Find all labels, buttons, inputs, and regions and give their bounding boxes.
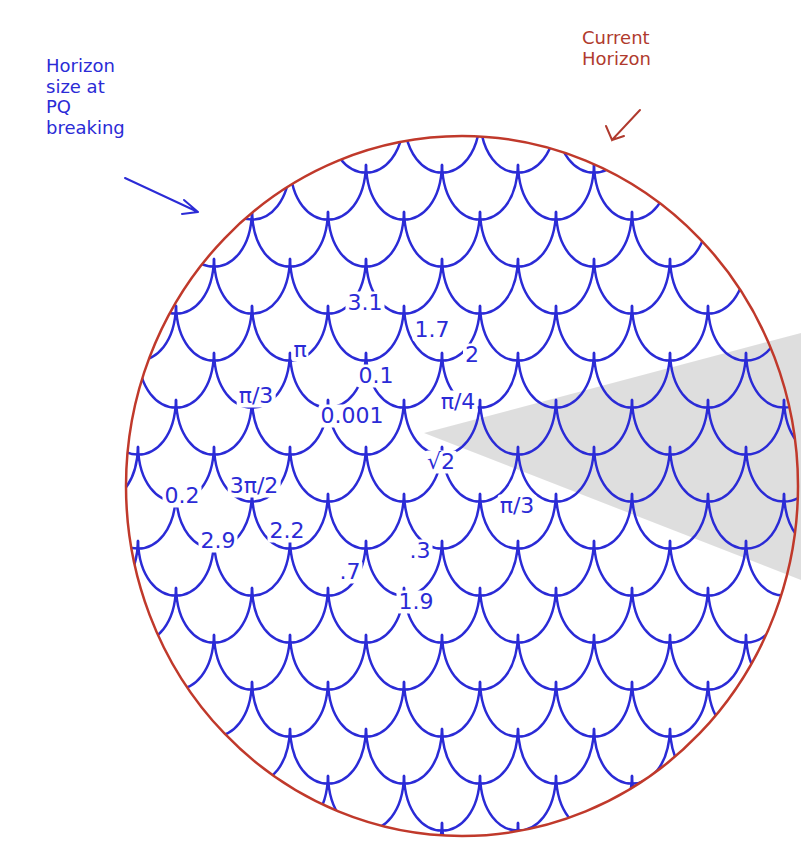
- patch-arc: [746, 353, 801, 408]
- patch-value: π: [291, 338, 308, 361]
- annotation: Current Horizon: [582, 28, 662, 69]
- patch-value: 2: [463, 343, 481, 366]
- patch-value: √2: [425, 450, 457, 473]
- patch-value: 0.1: [357, 364, 396, 387]
- patch-arc: [784, 306, 801, 361]
- patch-value: .7: [338, 560, 363, 583]
- patch-value: 2.2: [268, 519, 307, 542]
- patch-arc: [100, 776, 176, 831]
- patch-arc: [100, 588, 176, 643]
- patch-arc: [518, 823, 594, 843]
- patch-value: 3.1: [346, 291, 385, 314]
- patch-value: 2.9: [199, 529, 238, 552]
- patch-arc: [594, 823, 670, 843]
- patch-arc: [214, 447, 290, 502]
- patch-arc: [290, 823, 366, 843]
- patch-arc: [746, 165, 801, 220]
- patch-value: 3π/2: [228, 474, 281, 497]
- patch-value: π/3: [498, 494, 537, 517]
- patch-arc: [746, 823, 801, 843]
- patch-arc: [176, 776, 252, 831]
- patch-arc: [252, 776, 328, 831]
- patch-arc: [746, 259, 801, 314]
- patch-arc: [556, 776, 632, 831]
- patch-arc: [746, 635, 801, 690]
- patch-arc: [632, 776, 708, 831]
- patch-arc: [214, 823, 290, 843]
- patch-arc: [100, 306, 176, 361]
- patch-arc: [214, 729, 290, 784]
- patch-arc: [784, 588, 801, 643]
- patch-value: .3: [408, 539, 433, 562]
- patch-arc: [784, 682, 801, 737]
- patch-arc: [176, 118, 252, 173]
- patch-arc: [62, 635, 138, 690]
- patch-arc: [62, 541, 138, 596]
- patch-arc: [746, 447, 801, 502]
- patch-arc: [138, 823, 214, 843]
- patch-arc: [62, 259, 138, 314]
- patch-arc: [100, 682, 176, 737]
- patch-arc: [62, 165, 138, 220]
- patch-arc: [708, 212, 784, 267]
- patch-arc: [670, 729, 746, 784]
- patch-arc: [708, 776, 784, 831]
- patch-arc: [62, 729, 138, 784]
- patch-arc: [784, 776, 801, 831]
- patch-arc: [214, 353, 290, 408]
- patch-value: 1.7: [413, 318, 452, 341]
- pq-arrow: [125, 178, 198, 214]
- patch-arc: [670, 165, 746, 220]
- patch-arc: [252, 118, 328, 173]
- patch-arc: [62, 353, 138, 408]
- current-horizon-circle: [126, 136, 798, 836]
- patch-arc: [784, 118, 801, 173]
- patch-value: 1.9: [397, 590, 436, 613]
- patch-arc: [138, 635, 214, 690]
- causal-patches: [62, 118, 801, 843]
- patch-arc: [138, 165, 214, 220]
- patch-arc: [176, 682, 252, 737]
- patch-arc: [784, 212, 801, 267]
- patch-arc: [708, 118, 784, 173]
- annotation: Horizon size at PQ breaking: [46, 56, 130, 139]
- grey-wedge: [424, 333, 801, 580]
- patch-arc: [138, 729, 214, 784]
- patch-value: 0.001: [319, 404, 386, 427]
- patch-arc: [632, 118, 708, 173]
- patch-arc: [62, 823, 138, 843]
- patch-arc: [100, 212, 176, 267]
- patch-arc: [746, 729, 801, 784]
- patch-value: π/3: [237, 384, 276, 407]
- horizon-arrow: [606, 110, 640, 140]
- patch-value: π/4: [439, 390, 478, 413]
- patch-arc: [252, 494, 328, 549]
- patch-value: 0.2: [163, 484, 202, 507]
- patch-arc: [670, 823, 746, 843]
